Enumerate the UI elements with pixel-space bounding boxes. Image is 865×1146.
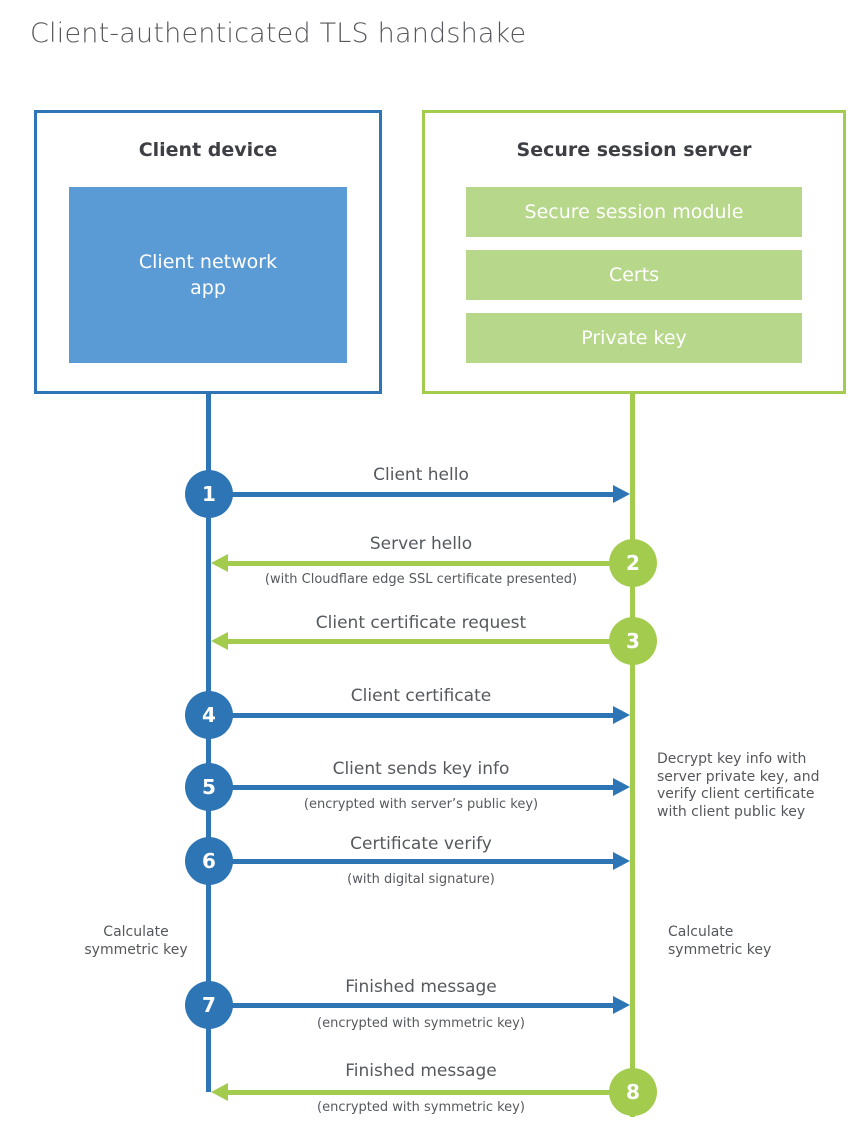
step-6-badge: 6 bbox=[185, 837, 233, 885]
step-7-number: 7 bbox=[202, 993, 216, 1017]
step-4-arrow-line bbox=[232, 713, 614, 718]
step-7-sublabel: (encrypted with symmetric key) bbox=[317, 1016, 525, 1031]
step-1-arrowhead-right-icon bbox=[613, 485, 630, 503]
step-1-badge: 1 bbox=[185, 470, 233, 518]
client-network-app-label: Client network app bbox=[138, 251, 278, 299]
step-6-number: 6 bbox=[202, 849, 216, 873]
step-5-arrow-line bbox=[232, 785, 614, 790]
step-4-number: 4 bbox=[202, 703, 216, 727]
step-6-arrow-line bbox=[232, 859, 614, 864]
step-6-sublabel: (with digital signature) bbox=[347, 872, 495, 887]
step-5-number: 5 bbox=[202, 775, 216, 799]
secure-session-server-box: Secure session server Secure session mod… bbox=[422, 110, 846, 394]
step-1-arrow-line bbox=[232, 492, 614, 497]
step-8-sublabel: (encrypted with symmetric key) bbox=[317, 1100, 525, 1115]
step-7-badge: 7 bbox=[185, 981, 233, 1029]
step-3-arrowhead-left-icon bbox=[211, 632, 228, 650]
server-module-secure-session: Secure session module bbox=[466, 187, 802, 237]
step-2-arrow-line bbox=[227, 561, 609, 566]
client-lifeline bbox=[206, 391, 211, 1092]
server-module-private-key: Private key bbox=[466, 313, 802, 363]
decrypt-note: Decrypt key info with server private key… bbox=[657, 751, 820, 820]
step-2-number: 2 bbox=[626, 551, 640, 575]
step-3-arrow-line bbox=[227, 639, 609, 644]
step-3-badge: 3 bbox=[609, 617, 657, 665]
step-3-label: Client certificate request bbox=[315, 613, 527, 633]
step-3-number: 3 bbox=[626, 629, 640, 653]
step-5-sublabel: (encrypted with server’s public key) bbox=[303, 797, 539, 812]
step-7-label: Finished message bbox=[345, 977, 497, 997]
server-lifeline bbox=[630, 391, 635, 1117]
step-6-arrowhead-right-icon bbox=[613, 852, 630, 870]
step-2-badge: 2 bbox=[609, 539, 657, 587]
server-module-certs: Certs bbox=[466, 250, 802, 300]
calculate-symmetric-key-note-client: Calculate symmetric key bbox=[84, 924, 188, 958]
client-network-app-box: Client network app bbox=[69, 187, 347, 363]
step-6-label: Certificate verify bbox=[350, 834, 492, 854]
client-device-title: Client device bbox=[138, 139, 278, 161]
step-2-arrowhead-left-icon bbox=[211, 554, 228, 572]
step-1-label: Client hello bbox=[373, 465, 469, 485]
step-5-arrowhead-right-icon bbox=[613, 778, 630, 796]
step-5-badge: 5 bbox=[185, 763, 233, 811]
step-8-number: 8 bbox=[626, 1080, 640, 1104]
step-8-label: Finished message bbox=[345, 1061, 497, 1081]
step-4-badge: 4 bbox=[185, 691, 233, 739]
secure-session-server-title: Secure session server bbox=[516, 139, 752, 161]
step-8-arrow-line bbox=[227, 1090, 609, 1095]
step-7-arrowhead-right-icon bbox=[613, 996, 630, 1014]
step-2-sublabel: (with Cloudflare edge SSL certificate pr… bbox=[264, 572, 578, 587]
step-8-badge: 8 bbox=[609, 1068, 657, 1116]
step-8-arrowhead-left-icon bbox=[211, 1083, 228, 1101]
page-title: Client-authenticated TLS handshake bbox=[30, 18, 527, 49]
calculate-symmetric-key-note-server: Calculate symmetric key bbox=[668, 924, 772, 958]
step-4-label: Client certificate bbox=[350, 686, 492, 706]
step-2-label: Server hello bbox=[369, 534, 473, 554]
step-7-arrow-line bbox=[232, 1003, 614, 1008]
step-1-number: 1 bbox=[202, 482, 216, 506]
step-5-label: Client sends key info bbox=[332, 759, 510, 779]
step-4-arrowhead-right-icon bbox=[613, 706, 630, 724]
client-device-box: Client device Client network app bbox=[34, 110, 382, 394]
